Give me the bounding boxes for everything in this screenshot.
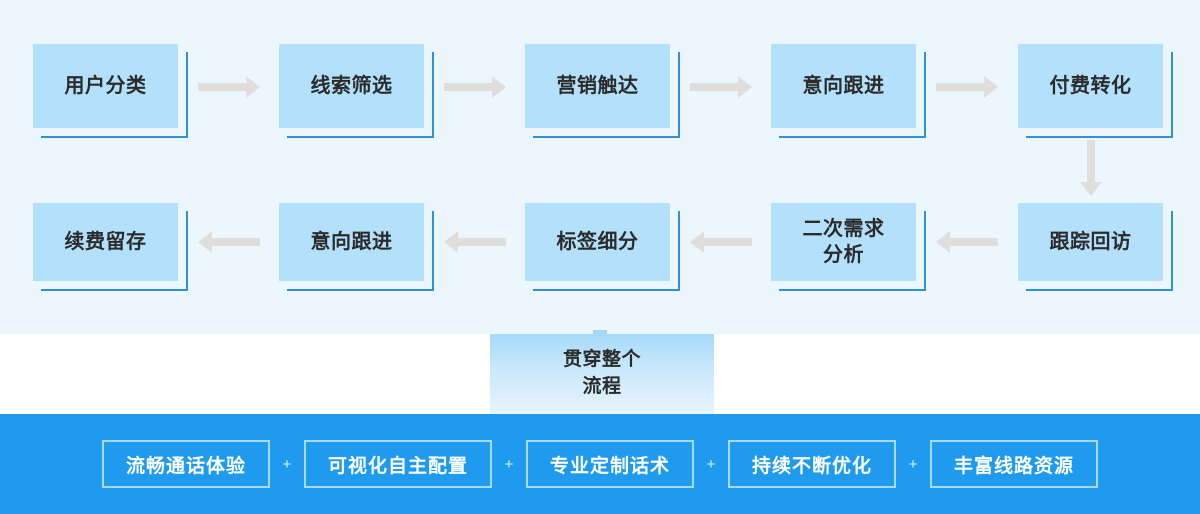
arrow-shaft xyxy=(1087,140,1095,182)
node-accent-border xyxy=(41,211,188,291)
arrow-shaft xyxy=(690,83,738,91)
flow-node[interactable]: 营销触达 xyxy=(525,44,670,128)
flow-node-label: 付费转化 xyxy=(1049,74,1132,97)
arrow-head xyxy=(738,76,752,98)
feature-tag[interactable]: 专业定制话术 xyxy=(525,440,694,488)
flow-node[interactable]: 付费转化 xyxy=(1018,44,1163,128)
arrow-head xyxy=(690,231,704,253)
flow-node-label: 跟踪回访 xyxy=(1049,230,1132,253)
arrow-head xyxy=(198,231,212,253)
arrow-left-icon xyxy=(690,231,752,253)
arrow-right-icon xyxy=(936,76,998,98)
tag-separator-plus: + xyxy=(908,455,918,473)
arrow-head xyxy=(936,231,950,253)
arrow-head xyxy=(492,76,506,98)
tag-separator-plus: + xyxy=(706,455,716,473)
node-accent-border xyxy=(41,52,188,138)
node-accent-border xyxy=(1026,52,1173,138)
arrow-head xyxy=(1080,182,1102,196)
node-accent-border xyxy=(779,211,926,291)
flow-node[interactable]: 意向跟进 xyxy=(279,203,424,281)
arrow-shaft xyxy=(198,83,246,91)
arrow-head xyxy=(246,76,260,98)
callout-label: 贯穿整个 流程 xyxy=(562,349,641,397)
arrow-shaft xyxy=(950,238,998,246)
arrow-down-icon xyxy=(1080,140,1102,196)
callout-box: 贯穿整个 流程 xyxy=(490,334,714,414)
node-accent-border xyxy=(533,211,680,291)
flow-node-label: 意向跟进 xyxy=(802,74,885,97)
arrow-right-icon xyxy=(690,76,752,98)
arrow-left-icon xyxy=(444,231,506,253)
arrow-shaft xyxy=(212,238,260,246)
arrow-right-icon xyxy=(444,76,506,98)
feature-tag[interactable]: 可视化自主配置 xyxy=(303,440,492,488)
node-accent-border xyxy=(779,52,926,138)
arrow-shaft xyxy=(936,83,984,91)
flow-node-label: 线索筛选 xyxy=(310,74,393,97)
tag-separator-plus: + xyxy=(504,455,514,473)
flow-node-label: 续费留存 xyxy=(64,230,147,253)
flow-node-label: 标签细分 xyxy=(556,230,639,253)
flow-node[interactable]: 线索筛选 xyxy=(279,44,424,128)
flow-node-label: 二次需求 分析 xyxy=(802,217,885,266)
flow-node[interactable]: 续费留存 xyxy=(33,203,178,281)
arrow-shaft xyxy=(444,83,492,91)
node-accent-border xyxy=(1026,211,1173,291)
feature-bar: 流畅通话体验 + 可视化自主配置 + 专业定制话术 + 持续不断优化 + 丰富线路资源 xyxy=(0,414,1200,514)
flow-node[interactable]: 跟踪回访 xyxy=(1018,203,1163,281)
arrow-head xyxy=(984,76,998,98)
flow-node[interactable]: 意向跟进 xyxy=(771,44,916,128)
arrow-head xyxy=(444,231,458,253)
feature-tag-strip: 流畅通话体验 + 可视化自主配置 + 专业定制话术 + 持续不断优化 + 丰富线路资源 xyxy=(101,440,1099,488)
feature-tag[interactable]: 持续不断优化 xyxy=(728,440,897,488)
flow-node[interactable]: 用户分类 xyxy=(33,44,178,128)
feature-tag[interactable]: 丰富线路资源 xyxy=(930,440,1099,488)
node-accent-border xyxy=(287,211,434,291)
node-accent-border xyxy=(287,52,434,138)
arrow-shaft xyxy=(458,238,506,246)
callout-nub xyxy=(593,330,607,335)
tag-separator-plus: + xyxy=(282,455,292,473)
feature-tag[interactable]: 流畅通话体验 xyxy=(101,440,270,488)
flow-node[interactable]: 标签细分 xyxy=(525,203,670,281)
arrow-right-icon xyxy=(198,76,260,98)
arrow-shaft xyxy=(704,238,752,246)
flow-node-label: 营销触达 xyxy=(556,74,639,97)
flow-node-label: 意向跟进 xyxy=(310,230,393,253)
node-accent-border xyxy=(533,52,680,138)
arrow-left-icon xyxy=(936,231,998,253)
flow-node-label: 用户分类 xyxy=(64,74,147,97)
flow-node[interactable]: 二次需求 分析 xyxy=(771,203,916,281)
arrow-left-icon xyxy=(198,231,260,253)
